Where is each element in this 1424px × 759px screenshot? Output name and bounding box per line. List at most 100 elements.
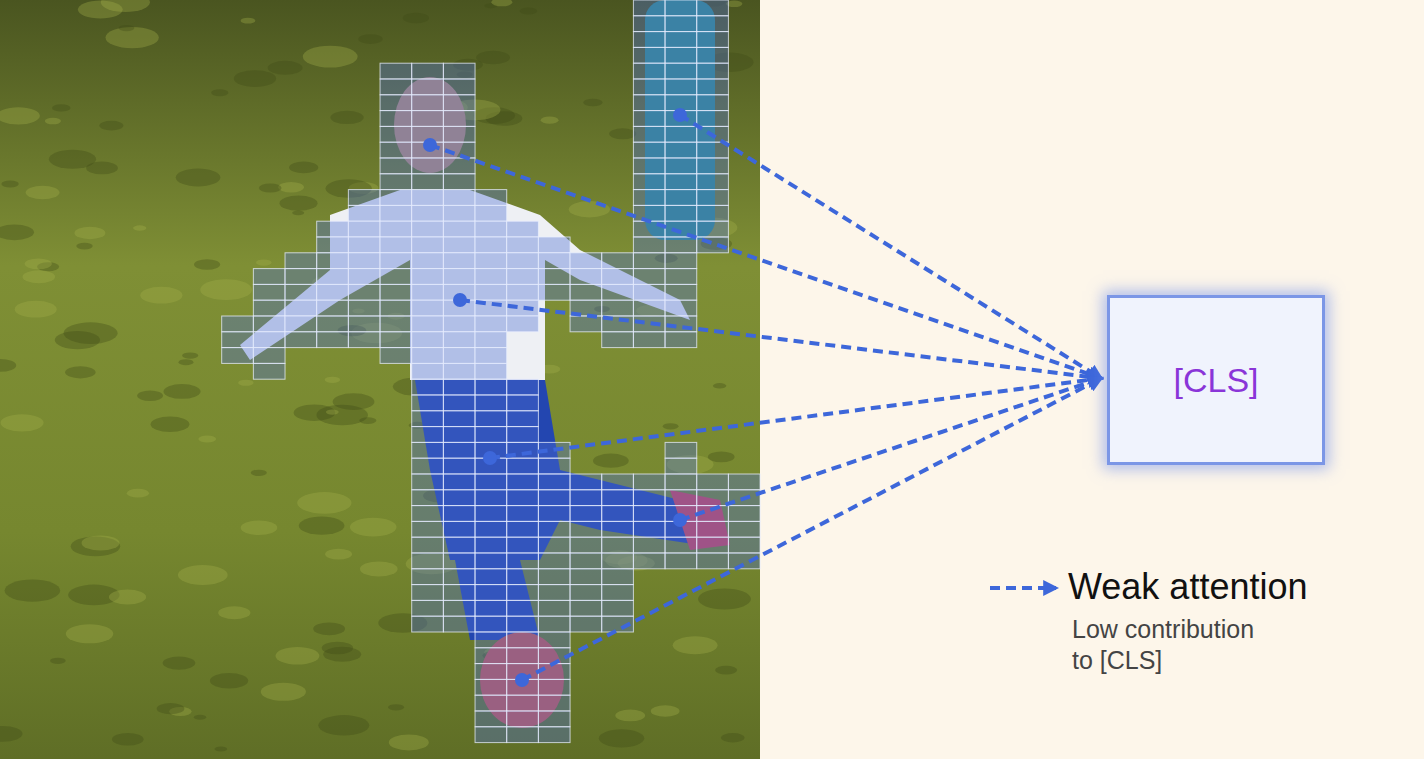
- image-patch: [443, 126, 475, 142]
- image-patch: [475, 190, 507, 206]
- image-patch: [538, 600, 570, 616]
- image-patch: [602, 474, 634, 490]
- grass-tuft: [350, 518, 397, 537]
- image-patch: [538, 253, 570, 269]
- image-patch: [697, 95, 729, 111]
- grass-tuft: [389, 734, 429, 750]
- image-patch: [475, 521, 507, 537]
- image-patch: [507, 284, 539, 300]
- image-patch: [602, 332, 634, 348]
- image-patch: [570, 269, 602, 285]
- attention-ray: [490, 378, 1101, 458]
- image-patch: [253, 363, 285, 379]
- image-patch: [412, 363, 444, 379]
- image-patch: [412, 205, 444, 221]
- image-patch: [633, 16, 665, 32]
- image-patch: [665, 300, 697, 316]
- image-patch: [317, 284, 349, 300]
- image-patch: [412, 458, 444, 474]
- image-patch: [570, 569, 602, 585]
- image-patch: [665, 442, 697, 458]
- image-patch: [665, 269, 697, 285]
- image-patch: [412, 190, 444, 206]
- grass-tuft: [318, 715, 369, 735]
- image-patch: [412, 553, 444, 569]
- image-patch: [507, 711, 539, 727]
- image-patch: [475, 600, 507, 616]
- image-patch: [665, 0, 697, 16]
- grass-tuft: [198, 435, 216, 442]
- image-patch: [475, 648, 507, 664]
- grass-tuft: [593, 454, 629, 468]
- image-patch: [380, 79, 412, 95]
- image-patch: [665, 32, 697, 48]
- image-patch: [317, 300, 349, 316]
- image-patch: [317, 332, 349, 348]
- token-label: [CLS]: [1173, 361, 1258, 400]
- image-patch: [443, 458, 475, 474]
- image-patch: [380, 221, 412, 237]
- image-patch: [507, 648, 539, 664]
- image-patch: [443, 316, 475, 332]
- grass-tuft: [194, 259, 220, 269]
- image-patch: [443, 95, 475, 111]
- image-patch: [412, 237, 444, 253]
- image-patch: [380, 174, 412, 190]
- image-patch: [507, 411, 539, 427]
- image-patch: [443, 442, 475, 458]
- grass-tuft: [25, 258, 52, 269]
- image-patch: [475, 205, 507, 221]
- image-patch: [507, 506, 539, 522]
- image-patch: [412, 253, 444, 269]
- image-patch: [633, 506, 665, 522]
- image-patch: [538, 695, 570, 711]
- image-patch: [538, 632, 570, 648]
- image-patch: [665, 16, 697, 32]
- image-patch: [507, 316, 539, 332]
- grass-tuft: [322, 642, 353, 655]
- image-patch: [380, 126, 412, 142]
- grass-tuft: [55, 331, 100, 349]
- image-patch: [412, 616, 444, 632]
- image-patch: [443, 348, 475, 364]
- image-patch: [665, 490, 697, 506]
- image-patch: [412, 63, 444, 79]
- grass-tuft: [0, 107, 40, 124]
- image-patch: [665, 79, 697, 95]
- image-patch: [475, 332, 507, 348]
- image-patch: [602, 569, 634, 585]
- image-patch: [570, 521, 602, 537]
- image-patch: [412, 348, 444, 364]
- image-patch: [538, 727, 570, 743]
- image-patch: [443, 363, 475, 379]
- image-patch: [633, 126, 665, 142]
- image-patch: [380, 142, 412, 158]
- image-patch: [443, 616, 475, 632]
- image-patch: [538, 679, 570, 695]
- image-patch: [412, 442, 444, 458]
- grass-tuft: [163, 384, 200, 399]
- patch-dot: [423, 138, 437, 152]
- attention-ray: [680, 115, 1101, 378]
- grass-tuft: [663, 423, 679, 429]
- grass-tuft: [520, 7, 538, 14]
- image-patch: [348, 269, 380, 285]
- image-patch: [633, 269, 665, 285]
- grass-tuft: [176, 169, 221, 187]
- grass-tuft: [325, 377, 340, 383]
- image-patch: [665, 174, 697, 190]
- image-patch: [507, 553, 539, 569]
- image-patch: [633, 47, 665, 63]
- image-patch: [475, 237, 507, 253]
- grass-tuft: [45, 118, 61, 124]
- grass-tuft: [491, 0, 512, 6]
- image-patch: [507, 237, 539, 253]
- image-patch: [443, 253, 475, 269]
- image-patch: [602, 537, 634, 553]
- image-patch: [348, 300, 380, 316]
- image-patch: [697, 158, 729, 174]
- image-patch: [475, 490, 507, 506]
- grass-tuft: [1, 414, 44, 431]
- image-patch: [697, 111, 729, 127]
- image-patch: [443, 158, 475, 174]
